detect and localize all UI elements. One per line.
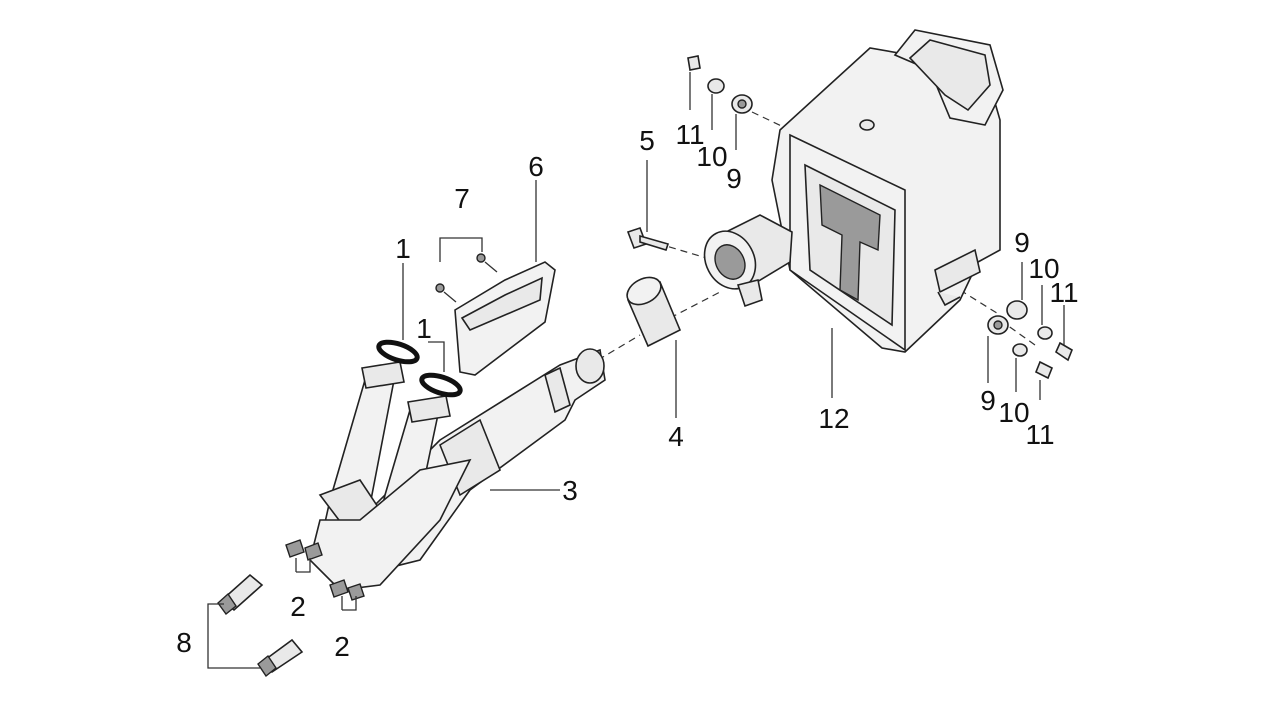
leader-lines [207, 72, 1065, 669]
callout-11b: 11 [1049, 277, 1078, 308]
callout-2a: 2 [290, 591, 306, 622]
callout-11a: 11 [675, 119, 704, 150]
callout-1b: 1 [416, 313, 432, 344]
heat-shield-screws [435, 253, 498, 303]
callout-9b: 9 [1014, 227, 1030, 258]
callout-10a: 10 [696, 141, 727, 172]
callout-9a: 9 [726, 163, 742, 194]
callout-10b: 10 [1028, 253, 1059, 284]
callouts: 1 1 2 2 3 4 5 6 7 8 9 9 9 10 10 10 11 11… [176, 119, 1078, 662]
callout-9c: 9 [980, 385, 996, 416]
callout-1a: 1 [395, 233, 411, 264]
callout-6: 6 [528, 151, 544, 182]
clamp-bolt [626, 226, 670, 251]
sealing-rings [376, 339, 463, 398]
heat-shield [454, 261, 556, 376]
sleeve-gasket [626, 276, 682, 348]
callout-8: 8 [176, 627, 192, 658]
callout-12: 12 [818, 403, 849, 434]
silencer-inlet-clamp [703, 214, 793, 308]
callout-11c: 11 [1025, 419, 1054, 450]
mounting-hardware-top [687, 55, 753, 114]
callout-10c: 10 [998, 397, 1029, 428]
mounting-hardware-right [987, 300, 1073, 380]
silencer-muffler [771, 29, 1004, 353]
exhaust-header-pipe [285, 348, 606, 601]
callout-3: 3 [562, 475, 578, 506]
lambda-sensors [217, 573, 304, 678]
callout-4: 4 [668, 421, 684, 452]
callout-5: 5 [639, 125, 655, 156]
callout-7: 7 [454, 183, 470, 214]
callout-2b: 2 [334, 631, 350, 662]
